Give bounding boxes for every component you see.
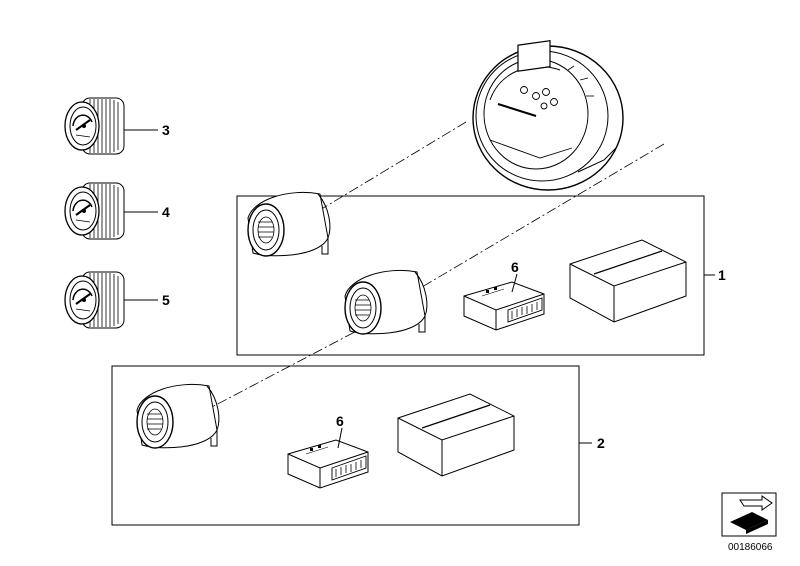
electronic-module-kit2 — [287, 439, 369, 489]
callout-6-kit2: 6 — [336, 413, 344, 429]
gauge-part-5 — [64, 271, 125, 329]
pod-housing-upper — [247, 191, 331, 257]
gauge-part-4 — [64, 182, 125, 240]
electronic-module-kit1 — [463, 281, 545, 331]
callout-2: 2 — [597, 435, 605, 451]
callout-4: 4 — [162, 204, 170, 220]
package-box-kit2 — [397, 393, 515, 477]
alignment-line-3 — [209, 323, 371, 409]
package-box-kit1 — [569, 239, 687, 323]
alignment-line-2 — [399, 143, 665, 301]
callout-5: 5 — [162, 292, 170, 308]
pod-housing-lower — [136, 383, 220, 449]
gauge-part-3 — [64, 97, 125, 155]
alignment-line-1 — [299, 121, 467, 223]
callout-6-kit1: 6 — [511, 259, 519, 275]
main-instrument — [472, 40, 624, 191]
callout-1: 1 — [718, 267, 726, 283]
pod-housing-middle — [344, 269, 428, 335]
document-number: 00186066 — [728, 542, 773, 553]
kit-2-frame — [111, 365, 580, 526]
arrow-corner-icon — [721, 492, 777, 537]
callout-3: 3 — [162, 122, 170, 138]
